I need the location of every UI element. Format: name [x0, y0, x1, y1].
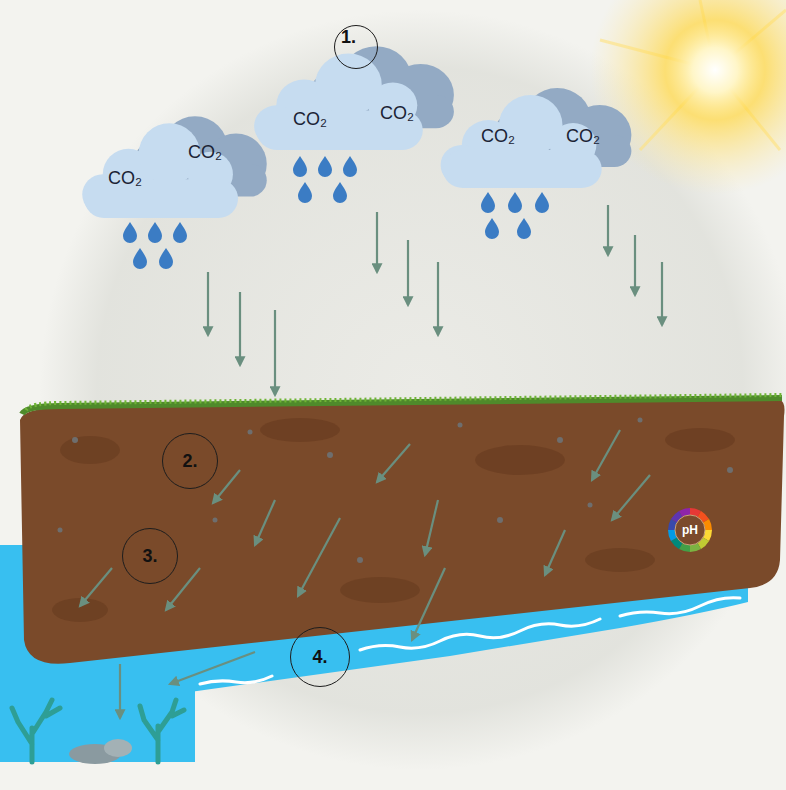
rain-cloud: CO₂ CO₂	[430, 80, 642, 190]
callout-text: 4.	[312, 647, 327, 668]
gas-label: CO₂	[481, 126, 515, 147]
cloud-shape	[72, 108, 277, 220]
callout-number: 2.	[162, 433, 218, 489]
callout-text: 2.	[182, 451, 197, 472]
callout-text: 3.	[142, 546, 157, 567]
gas-label: CO₂	[188, 142, 222, 163]
ph-label: pH	[682, 523, 698, 537]
callout-number: 1.	[334, 25, 378, 69]
callout-number: 3.	[122, 528, 178, 584]
callout-number: 4.	[290, 627, 350, 687]
gas-label: CO₂	[293, 109, 327, 130]
gas-label: CO₂	[380, 103, 414, 124]
rain-cloud: CO₂ CO₂	[72, 108, 277, 220]
cloud-shape	[243, 38, 465, 152]
cloud-shape	[430, 80, 642, 190]
gas-label: CO₂	[108, 168, 142, 189]
callout-text: 1.	[341, 26, 356, 47]
gas-label: CO₂	[566, 126, 600, 147]
ph-badge: pH	[668, 508, 712, 552]
rain-cloud: 1.CO₂CO₂	[243, 38, 465, 152]
